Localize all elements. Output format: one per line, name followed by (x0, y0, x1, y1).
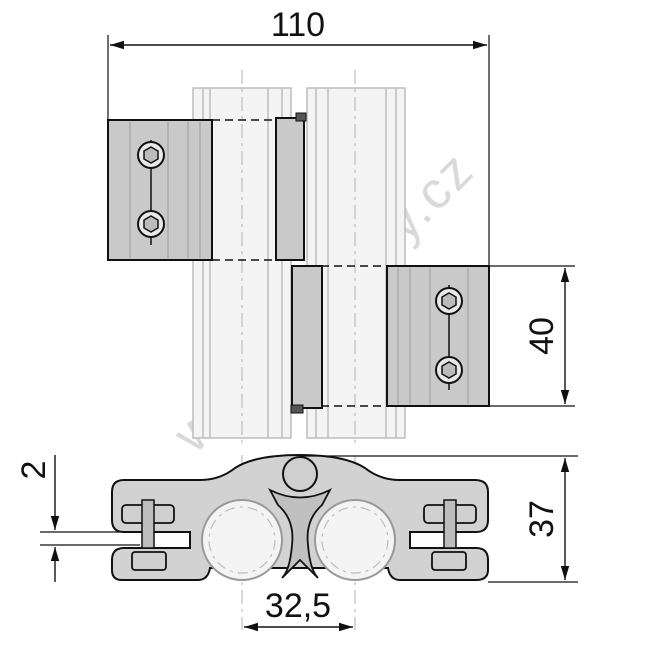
dimension-block-height-label: 40 (523, 317, 561, 355)
dimension-profile-height: 37 (300, 455, 578, 583)
dimension-block-height: 40 (489, 265, 575, 407)
hinge-leaf-lower (290, 265, 490, 414)
dimension-tube-spacing: 32,5 (244, 587, 353, 632)
tube-right (314, 499, 396, 581)
hinge-pin (282, 456, 318, 492)
profile-right (306, 87, 406, 439)
dimension-thickness: 2 (15, 455, 140, 582)
dimension-tube-spacing-label: 32,5 (265, 587, 331, 625)
section-view (111, 453, 489, 581)
dimension-width-label: 110 (271, 6, 325, 44)
hinge-leaf-upper (107, 112, 307, 261)
dimension-thickness-label: 2 (15, 461, 53, 480)
dimension-profile-height-label: 37 (523, 500, 561, 538)
dimension-width: 110 (107, 6, 490, 266)
tube-left (201, 499, 283, 581)
